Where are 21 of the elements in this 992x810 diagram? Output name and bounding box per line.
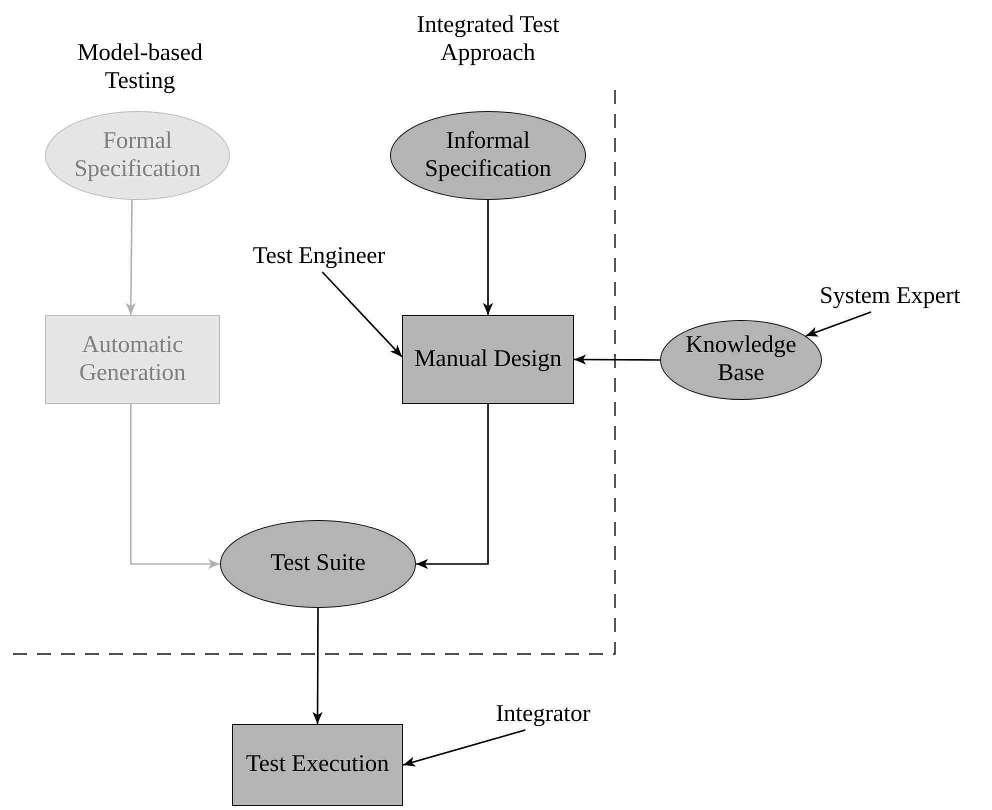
arrow	[322, 271, 403, 358]
ellipse-node: Knowledge Base	[660, 320, 822, 400]
arrow	[806, 311, 872, 337]
arrow	[483, 200, 493, 315]
ellipse-node: Formal Specification	[45, 111, 230, 200]
arrow	[416, 404, 489, 569]
actor-label: Integrator	[484, 700, 602, 730]
arrow	[402, 729, 526, 766]
ellipse-node: Test Suite	[220, 520, 416, 608]
arrow	[312, 608, 323, 724]
ellipse-node: Informal Specification	[390, 111, 586, 200]
actor-label: System Expert	[795, 282, 985, 312]
process-box: Automatic Generation	[45, 315, 220, 404]
process-box: Test Execution	[232, 724, 403, 806]
process-box: Manual Design	[402, 315, 574, 404]
arrow	[130, 404, 220, 569]
column-heading: Model-based Testing	[76, 40, 204, 96]
column-heading: Integrated Test Approach	[416, 12, 560, 68]
arrow	[574, 354, 660, 365]
arrow	[126, 200, 136, 315]
actor-label: Test Engineer	[236, 242, 402, 272]
